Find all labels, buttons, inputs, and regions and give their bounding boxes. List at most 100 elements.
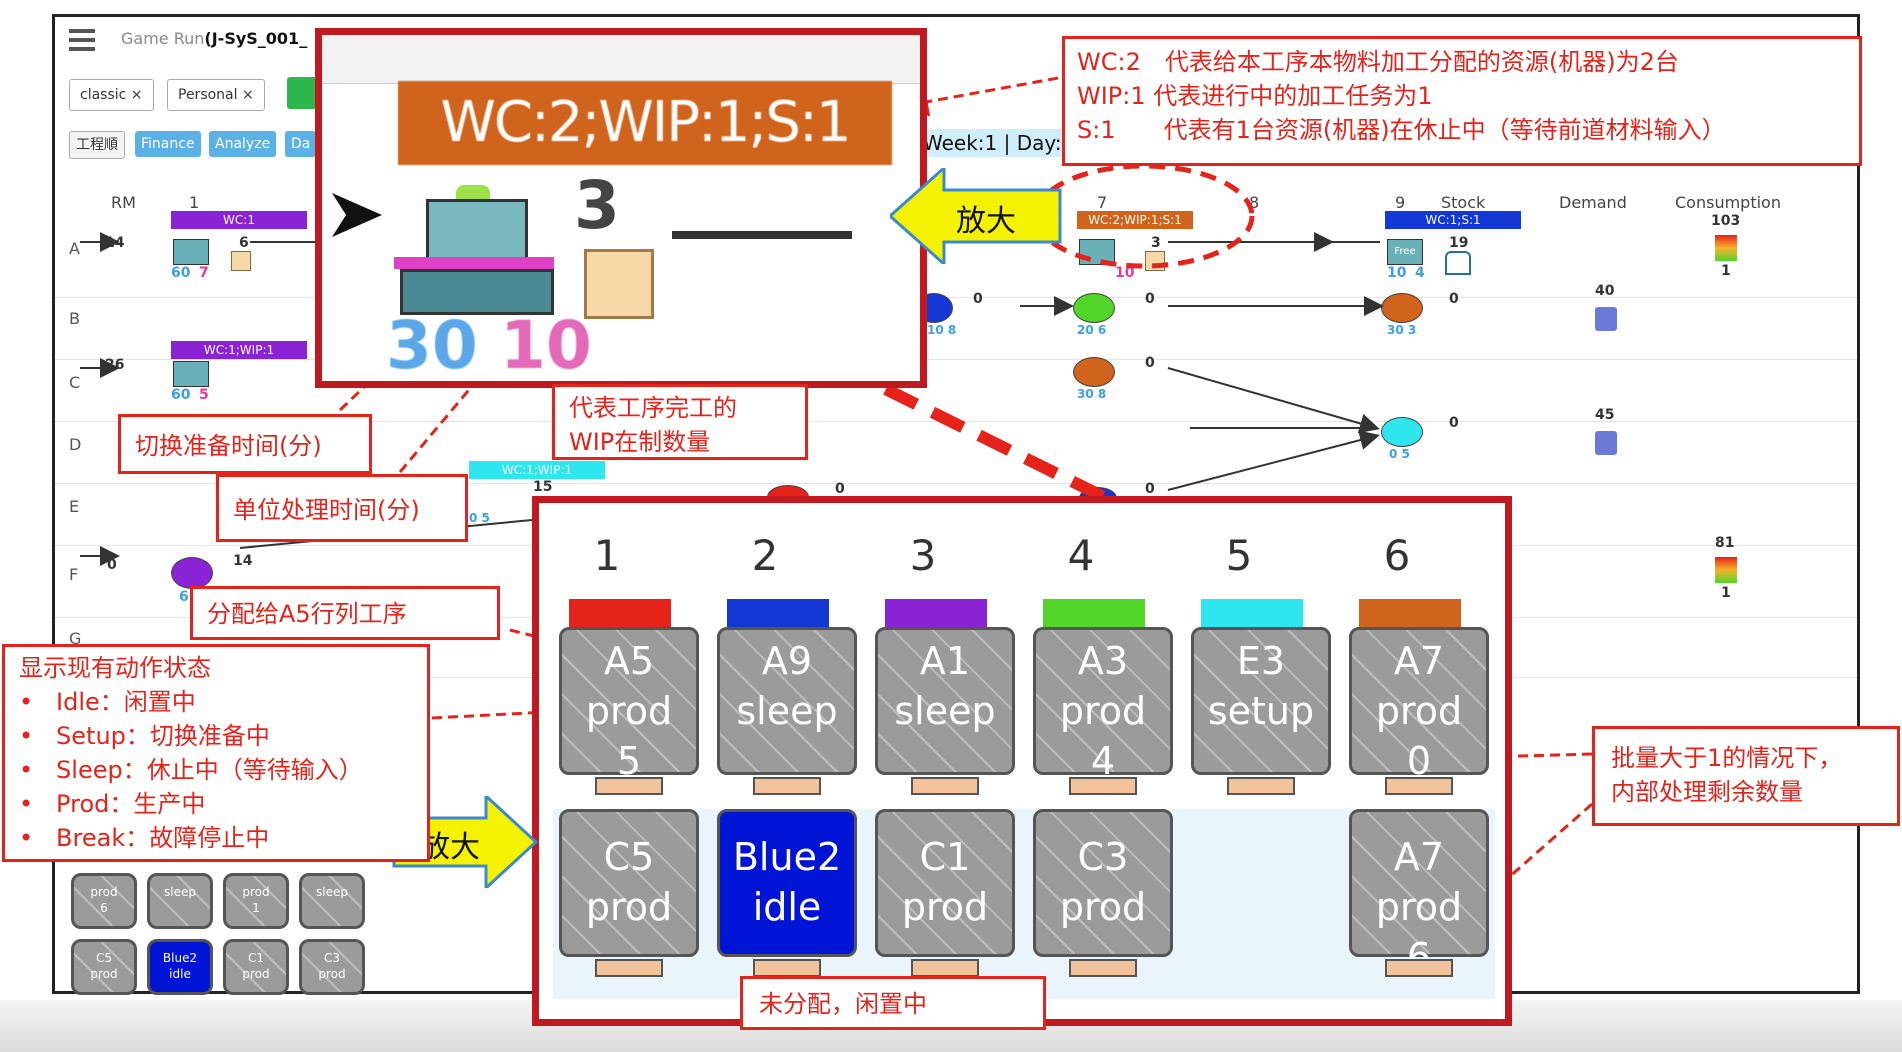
wip-completed-count: 3: [574, 167, 620, 244]
wc-wip-s-legend: WC:2 代表给本工序本物料加工分配的资源(机器)为2台 WIP:1 代表进行中…: [1062, 36, 1862, 166]
wc-bar-a1: WC:1: [171, 211, 307, 229]
machine-row-2-background: [553, 809, 1495, 999]
mini-machine-card[interactable]: sleep: [147, 873, 213, 929]
batch-callout-line-1: 批量大于1的情况下，: [1611, 744, 1843, 772]
machine-icon[interactable]: [1079, 239, 1115, 265]
machine-status: prod: [1375, 689, 1463, 733]
machine-id: A9: [761, 639, 813, 683]
machine-color-4: [1043, 599, 1145, 627]
row-label-g: G: [69, 629, 82, 648]
mini-machine-card[interactable]: prod 1: [223, 873, 289, 929]
machine-id: A3: [1077, 639, 1129, 683]
tab-personal[interactable]: Personal ×: [167, 79, 265, 111]
machine-status: prod: [901, 885, 989, 929]
wip-b6: 0: [973, 291, 983, 307]
app-title: Game Run(J-SyS_001_: [121, 29, 308, 48]
unit-time-value: 10: [500, 307, 592, 384]
consumption-gauge-icon: [1715, 557, 1737, 583]
process-node-c7[interactable]: [1073, 357, 1115, 387]
machine-status: sleep: [736, 689, 838, 733]
machine-id: Blue2: [732, 835, 842, 879]
machine-remaining: 4: [1090, 739, 1116, 783]
mini-machine-card-idle[interactable]: Blue2 idle: [147, 939, 213, 995]
row-label-c: C: [69, 373, 81, 392]
machine-col-1: 1: [593, 531, 621, 580]
machine-id: A5: [603, 639, 655, 683]
machine-icon[interactable]: [394, 185, 554, 315]
col-header-9: 9: [1395, 193, 1406, 212]
analyze-button[interactable]: Analyze: [209, 131, 277, 157]
machine-base: [595, 959, 663, 977]
wip-e7: 0: [1145, 481, 1155, 497]
process-node-d9[interactable]: [1381, 417, 1423, 447]
process-order-button[interactable]: 工程順: [69, 131, 125, 159]
consumption-gauge-icon: [1715, 235, 1737, 261]
stock-b: 0: [1449, 291, 1459, 307]
machine-remaining: 0: [1406, 739, 1432, 783]
unit-time-a1: 7: [199, 265, 209, 281]
wip-callout-line-1: 代表工序完工的: [569, 394, 737, 422]
machine-icon-free[interactable]: Free: [1387, 239, 1423, 265]
demand-f: 81: [1715, 535, 1735, 551]
machine-id: A7: [1393, 639, 1445, 683]
wip-b7: 0: [1145, 291, 1155, 307]
wip-e5: 0: [835, 481, 845, 497]
machine-card-a7[interactable]: A7 prod 0: [1349, 627, 1489, 783]
wip-f: 14: [233, 553, 253, 569]
setup-time-a1: 60: [171, 265, 191, 281]
row-divider: [55, 297, 1857, 298]
machine-col-3: 3: [909, 531, 937, 580]
wc-wip-status-bar: WC:2;WIP:1;S:1: [398, 81, 892, 165]
wip-a7: 3: [1151, 235, 1161, 251]
machine-id: C3: [1077, 835, 1129, 879]
mini-machine-card[interactable]: C5 prod: [71, 939, 137, 995]
stock-a: 19: [1449, 235, 1469, 251]
consumption-a-low: 1: [1721, 263, 1731, 279]
machine-col-5: 5: [1225, 531, 1253, 580]
status-idle: • Idle：闲置中: [19, 688, 196, 716]
mini-machine-card[interactable]: prod 6: [71, 873, 137, 929]
order-icon: [1595, 307, 1617, 331]
unit-time-a7: 10: [1115, 265, 1135, 281]
free-label: Free: [1394, 246, 1416, 257]
machine-status: setup: [1207, 689, 1315, 733]
run-button[interactable]: [287, 77, 317, 109]
machine-card-a9[interactable]: A9 sleep: [717, 627, 857, 775]
demand-d: 45: [1595, 407, 1615, 423]
demand-f-low: 1: [1721, 585, 1731, 601]
hamburger-menu-icon[interactable]: [69, 29, 95, 51]
times-d9: 0 5: [1389, 447, 1410, 461]
wip-a1: 6: [239, 235, 249, 251]
col-header-7: 7: [1097, 193, 1108, 212]
wip-legend-line: WIP:1 代表进行中的加工任务为1: [1077, 82, 1433, 110]
status-sleep: • Sleep：休止中（等待输入）: [19, 756, 363, 784]
wc-bar-a7: WC:2;WIP:1;S:1: [1077, 211, 1193, 229]
mini-machine-card[interactable]: C3 prod: [299, 939, 365, 995]
row-label-a: A: [69, 239, 80, 258]
machine-icon[interactable]: [173, 239, 209, 265]
mini-machine-card[interactable]: sleep: [299, 873, 365, 929]
tab-classic[interactable]: classic ×: [69, 79, 154, 111]
data-button[interactable]: Da: [285, 131, 317, 157]
box-icon: [231, 251, 251, 271]
machine-status: prod: [585, 689, 673, 733]
machine-status: sleep: [894, 689, 996, 733]
machine-icon[interactable]: [173, 361, 209, 387]
status-break: • Break：故障停止中: [19, 824, 270, 852]
wip-e: 15: [533, 479, 553, 495]
finance-button[interactable]: Finance: [135, 131, 201, 157]
setup-time-value: 30: [386, 307, 478, 384]
row-divider: [55, 359, 1857, 360]
mini-machine-card[interactable]: C1 prod: [223, 939, 289, 995]
unassigned-callout: 未分配，闲置中: [740, 976, 1046, 1030]
